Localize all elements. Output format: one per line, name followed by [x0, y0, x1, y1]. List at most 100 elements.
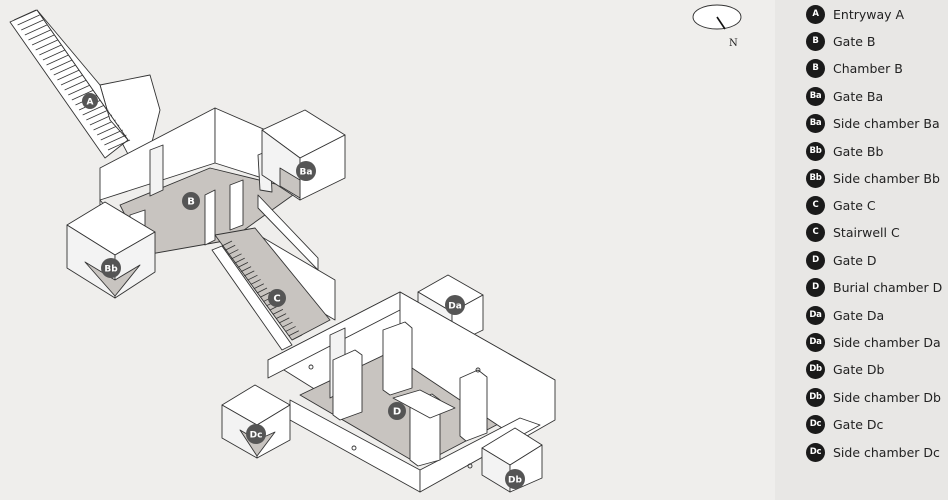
- legend-badge: D: [806, 277, 825, 297]
- stair-step: [244, 270, 255, 277]
- marker-db: Db: [505, 469, 525, 489]
- legend-label: Stairwell C: [833, 224, 900, 240]
- stair-step: [21, 19, 44, 31]
- stair-step: [285, 326, 296, 332]
- marker-ba-label: Ba: [300, 168, 313, 178]
- stair-step: [13, 9, 37, 21]
- legend-badge: B: [806, 31, 825, 51]
- side-chamber-bb: [66, 201, 156, 299]
- legend-label: Side chamber Dc: [833, 444, 940, 460]
- legend-label: Chamber B: [833, 60, 903, 76]
- legend-badge: Bb: [806, 168, 825, 188]
- stair-step: [42, 49, 66, 61]
- stair-step: [89, 114, 113, 126]
- legend-item: B Chamber B: [806, 57, 903, 79]
- stair-step: [221, 240, 233, 247]
- compass: N: [692, 4, 742, 49]
- legend-label: Entryway A: [833, 6, 905, 22]
- marker-a-label: A: [87, 98, 94, 108]
- legend-badge: C: [806, 222, 825, 242]
- stair-step: [291, 334, 303, 341]
- legend-item: Bb Gate Bb: [806, 140, 883, 162]
- legend-badge: D: [806, 250, 825, 270]
- stair-step: [237, 262, 249, 268]
- legend-item: Dc Gate Dc: [806, 413, 883, 435]
- stair-step: [64, 79, 87, 91]
- stair-step: [17, 14, 40, 26]
- legend-badge: C: [806, 195, 825, 215]
- marker-dc: Dc: [246, 424, 266, 444]
- stair-step: [282, 321, 293, 328]
- marker-d: D: [388, 402, 406, 420]
- marker-dc-label: Dc: [250, 431, 263, 441]
- legend-item: C Stairwell C: [806, 221, 900, 243]
- legend-item: Da Side chamber Da: [806, 331, 941, 353]
- legend-badge: Da: [806, 332, 825, 352]
- stair-step: [60, 74, 84, 86]
- legend-badge: Db: [806, 359, 825, 379]
- legend-label: Gate Bb: [833, 143, 884, 159]
- stair-step: [250, 279, 261, 285]
- marker-d-label: D: [393, 407, 401, 418]
- marker-b-label: B: [187, 197, 195, 208]
- legend-badge: Bb: [806, 141, 825, 161]
- stair-step: [234, 257, 245, 264]
- stair-step: [24, 24, 48, 36]
- stair-step: [28, 29, 51, 41]
- stair-step: [68, 84, 91, 96]
- legend-label: Gate Ba: [833, 88, 884, 104]
- marker-b: B: [182, 192, 200, 210]
- stair-step: [46, 54, 69, 66]
- legend-label: Gate Dc: [833, 416, 884, 432]
- legend-item: B Gate B: [806, 30, 876, 52]
- legend-badge: Dc: [806, 442, 825, 462]
- stair-step: [57, 69, 80, 81]
- marker-db-label: Db: [508, 476, 522, 486]
- marker-da-label: Da: [448, 302, 462, 312]
- legend-label: Burial chamber D: [833, 279, 943, 295]
- stair-step: [35, 39, 58, 51]
- stair-step: [107, 139, 131, 151]
- legend-badge: B: [806, 58, 825, 78]
- stair-step: [253, 283, 264, 290]
- stair-step: [256, 287, 268, 294]
- compass-needle: [716, 16, 726, 30]
- stairwell-c: [211, 194, 336, 351]
- stair-step: [279, 317, 290, 324]
- legend-item: D Burial chamber D: [806, 276, 942, 298]
- marker-bb: Bb: [101, 258, 121, 278]
- stair-step: [288, 330, 299, 337]
- stair-step: [31, 34, 55, 46]
- marker-c-label: C: [273, 294, 280, 305]
- legend-item: D Gate D: [806, 249, 877, 271]
- legend-label: Gate Da: [833, 307, 885, 323]
- side-chamber-dc: [221, 384, 291, 459]
- stair-step: [104, 134, 127, 146]
- legend-label: Side chamber Ba: [833, 115, 940, 131]
- stair-step: [39, 44, 62, 56]
- stair-step: [71, 89, 95, 101]
- compass-north-label: N: [729, 38, 738, 49]
- stair-step: [49, 59, 73, 71]
- marker-a: A: [82, 93, 98, 109]
- stair-step: [82, 104, 105, 116]
- legend-badge: Dc: [806, 414, 825, 434]
- legend-label: Gate B: [833, 33, 876, 49]
- stair-step: [272, 309, 284, 315]
- stair-step: [100, 129, 123, 141]
- legend-label: Gate D: [833, 252, 877, 268]
- legend-label: Side chamber Da: [833, 334, 941, 350]
- stair-step: [86, 109, 109, 121]
- legend-label: Gate C: [833, 197, 876, 213]
- marker-da: Da: [445, 295, 465, 315]
- tomb-isometric-diagram: N A B Ba Bb C D Da Dc Db: [9, 4, 742, 493]
- marker-bb-label: Bb: [104, 265, 118, 275]
- legend-badge: Db: [806, 387, 825, 407]
- legend-badge: A: [806, 4, 825, 24]
- stair-step: [53, 64, 76, 76]
